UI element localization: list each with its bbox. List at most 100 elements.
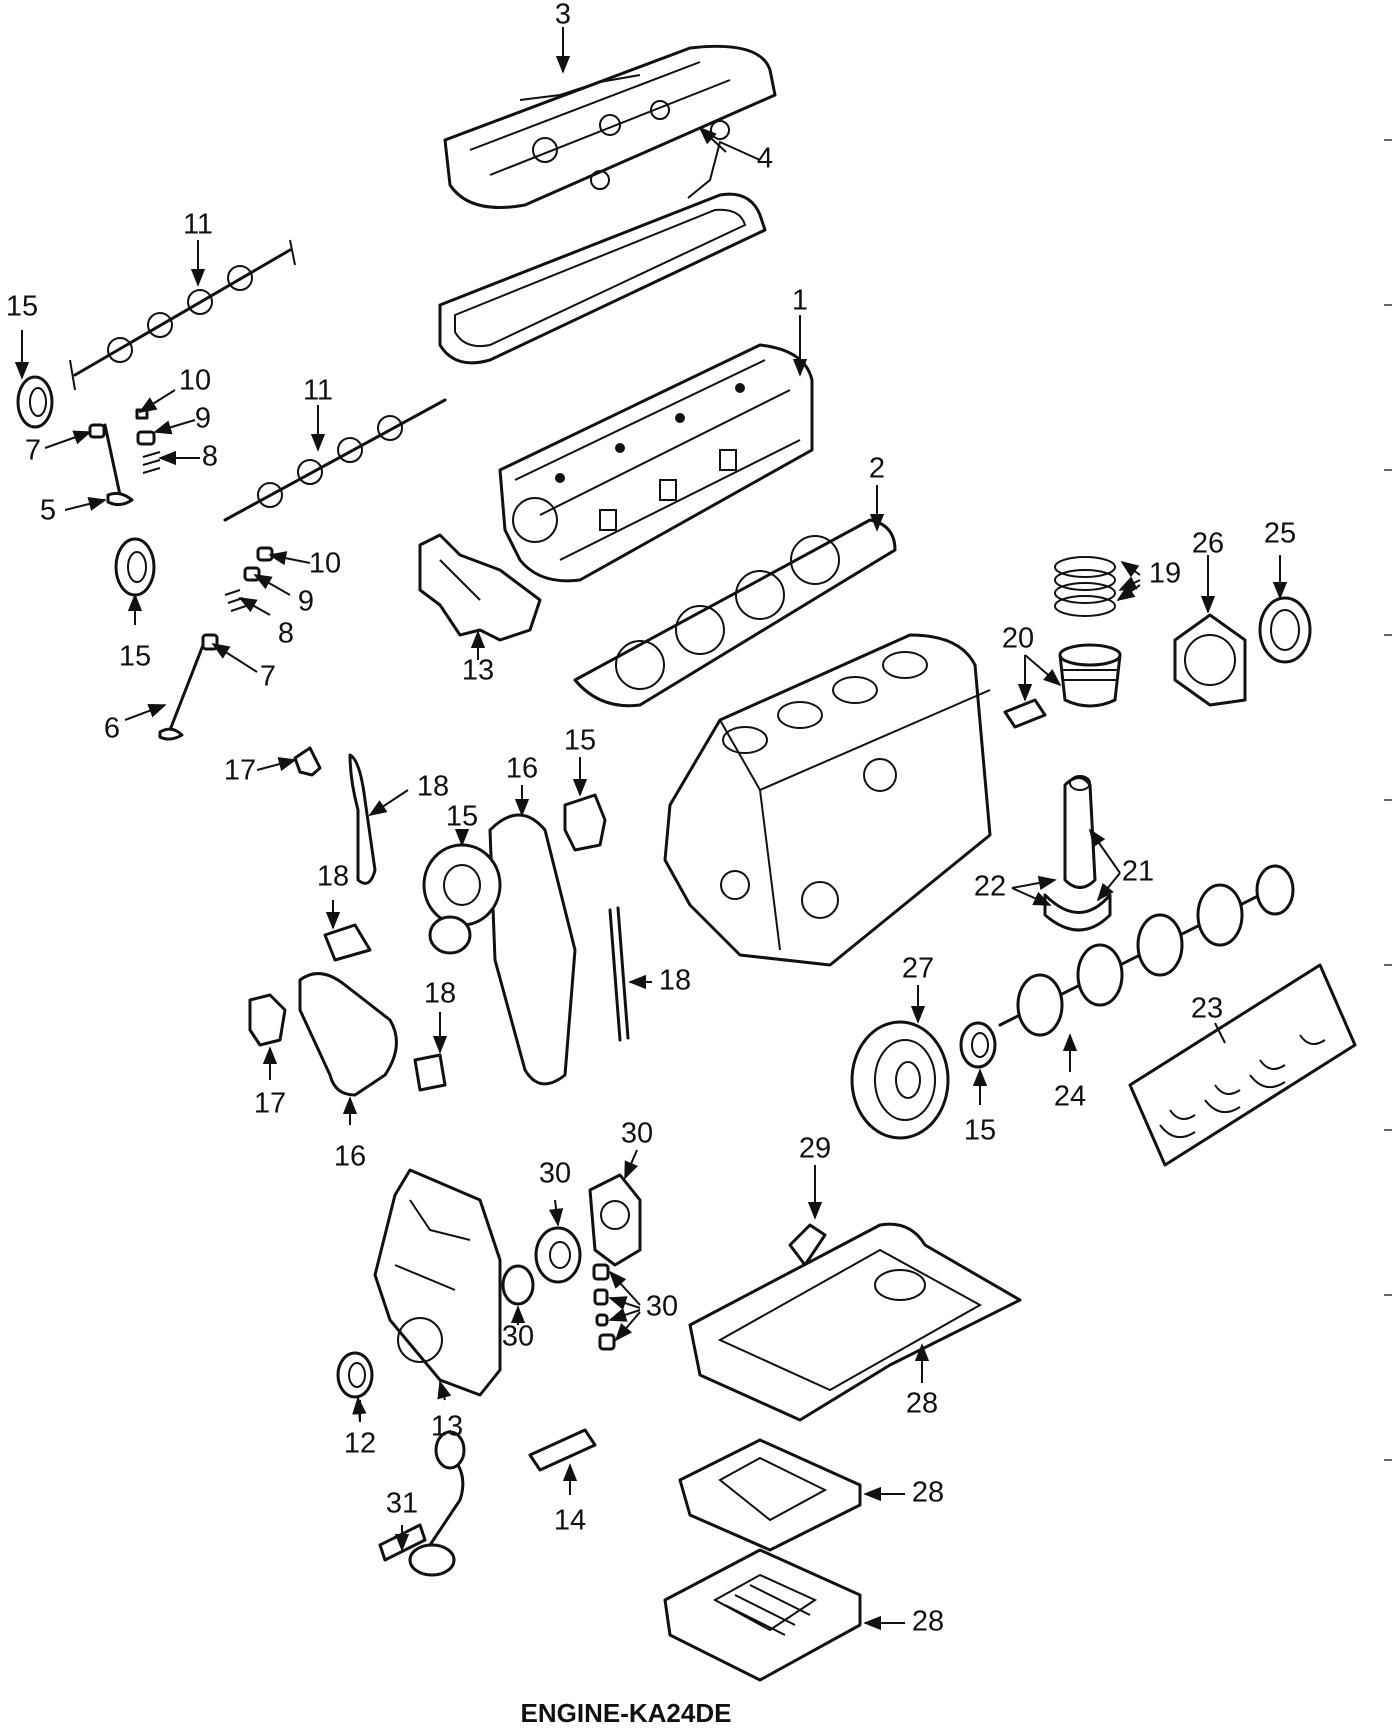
callout-17b: 17 xyxy=(254,1088,286,1120)
callout-18d: 18 xyxy=(659,965,691,997)
intermediate-sprocket-part xyxy=(422,843,502,955)
rear-seal-retainer-part xyxy=(1173,613,1247,707)
callout-26: 26 xyxy=(1192,528,1224,560)
chain-guide-small-part xyxy=(323,923,372,962)
oil-pan-lower-part xyxy=(663,1548,862,1682)
valve-cover-part xyxy=(443,44,777,209)
leader-lines xyxy=(14,27,1288,1631)
callout-9b: 9 xyxy=(298,586,314,618)
callout-12: 12 xyxy=(344,1428,376,1460)
crank-seal-part xyxy=(959,1021,997,1069)
callout-30a: 30 xyxy=(621,1118,653,1150)
margin-ticks xyxy=(1384,139,1392,1461)
callout-15e: 15 xyxy=(964,1115,996,1147)
callout-31: 31 xyxy=(386,1488,418,1520)
callout-15c: 15 xyxy=(564,725,596,757)
front-cover-upper-part xyxy=(418,533,542,642)
callout-16a: 16 xyxy=(506,753,538,785)
callout-1: 1 xyxy=(792,285,808,317)
callout-24: 24 xyxy=(1054,1081,1086,1113)
diagram-title: ENGINE-KA24DE xyxy=(521,1698,732,1728)
callout-27: 27 xyxy=(902,953,934,985)
callout-18a: 18 xyxy=(417,771,449,803)
connecting-rod-part xyxy=(1043,775,1112,932)
crank-pulley-part xyxy=(850,1020,950,1140)
chain-guide-right-part xyxy=(608,906,630,1042)
callout-5: 5 xyxy=(40,495,56,527)
oil-pan-upper-part xyxy=(688,1222,1022,1422)
cam-sprocket-lower-part xyxy=(114,537,156,597)
oil-pump-part xyxy=(588,1173,642,1267)
callout-2: 2 xyxy=(869,453,885,485)
callout-21: 21 xyxy=(1122,856,1154,888)
callout-13b: 13 xyxy=(431,1411,463,1443)
timing-chain-upper-part xyxy=(488,813,577,1086)
crankshaft-part xyxy=(998,864,1295,1037)
oil-pan-gasket-part xyxy=(678,1438,862,1552)
callout-30c: 30 xyxy=(502,1321,534,1353)
oil-pump-relief-parts xyxy=(592,1263,616,1351)
main-bearing-set-part xyxy=(1128,963,1357,1167)
callout-15d: 15 xyxy=(446,801,478,833)
camshaft-upper-part xyxy=(69,239,296,391)
cylinder-head-part xyxy=(498,343,814,583)
callout-28a: 28 xyxy=(906,1388,938,1420)
callout-15a: 15 xyxy=(6,291,38,323)
crank-front-seal-part xyxy=(336,1351,374,1399)
chain-guide-lower-part xyxy=(413,1053,447,1092)
cylinder-block-part xyxy=(663,633,992,967)
valve-6-part xyxy=(158,638,207,741)
callout-7a: 7 xyxy=(25,435,41,467)
callout-9a: 9 xyxy=(195,403,211,435)
callout-18c: 18 xyxy=(424,978,456,1010)
chain-tensioner-lower-part xyxy=(248,993,287,1047)
callout-30d: 30 xyxy=(646,1291,678,1323)
front-cover-lower-part xyxy=(373,1168,502,1397)
callout-22: 22 xyxy=(974,871,1006,903)
camshaft-lower-part xyxy=(223,398,447,522)
callout-28b: 28 xyxy=(912,1477,944,1509)
callout-19: 19 xyxy=(1149,558,1181,590)
callout-8a: 8 xyxy=(202,441,218,473)
valve-cover-gasket-part xyxy=(438,192,767,365)
callout-30b: 30 xyxy=(539,1158,571,1190)
callout-10b: 10 xyxy=(309,548,341,580)
callout-20: 20 xyxy=(1002,623,1034,655)
oil-pump-gear-small-part xyxy=(501,1264,535,1306)
cam-sprocket-upper-part xyxy=(16,375,54,429)
rear-main-seal-part xyxy=(1258,596,1312,664)
oil-strainer-part xyxy=(378,1430,466,1577)
callout-14: 14 xyxy=(554,1505,586,1537)
callout-16b: 16 xyxy=(334,1141,366,1173)
valve-5-part xyxy=(103,423,134,507)
callout-10a: 10 xyxy=(179,365,211,397)
callout-3: 3 xyxy=(555,0,571,31)
piston-part xyxy=(1058,643,1122,708)
valve-small-parts xyxy=(88,408,274,651)
chain-guide-upper-part xyxy=(348,753,377,885)
chain-tensioner-upper-part xyxy=(293,746,322,777)
callout-29: 29 xyxy=(799,1133,831,1165)
callout-11a: 11 xyxy=(183,209,213,241)
callout-labels: 3 4 1 2 5 6 7 7 8 8 9 9 10 10 11 11 12 1… xyxy=(6,0,1296,1638)
callout-6: 6 xyxy=(104,713,120,745)
callout-15b: 15 xyxy=(119,641,151,673)
callout-7b: 7 xyxy=(260,661,276,693)
callout-18b: 18 xyxy=(317,861,349,893)
callout-13a: 13 xyxy=(462,655,494,687)
oil-strainer-tube-part xyxy=(528,1428,597,1472)
callout-11b: 11 xyxy=(303,375,333,407)
callout-8b: 8 xyxy=(278,618,294,650)
piston-rings-part xyxy=(1054,556,1116,617)
piston-pin-part xyxy=(1003,698,1047,729)
oil-pressure-switch-part xyxy=(788,1223,827,1267)
callout-28c: 28 xyxy=(912,1606,944,1638)
callout-23: 23 xyxy=(1191,993,1223,1025)
chain-guide-sprocket-part xyxy=(563,793,607,852)
callout-25: 25 xyxy=(1264,518,1296,550)
oil-pump-gear-large-part xyxy=(534,1226,582,1284)
callout-4: 4 xyxy=(757,143,773,175)
timing-chain-lower-part xyxy=(298,972,398,1097)
callout-17a: 17 xyxy=(224,755,256,787)
